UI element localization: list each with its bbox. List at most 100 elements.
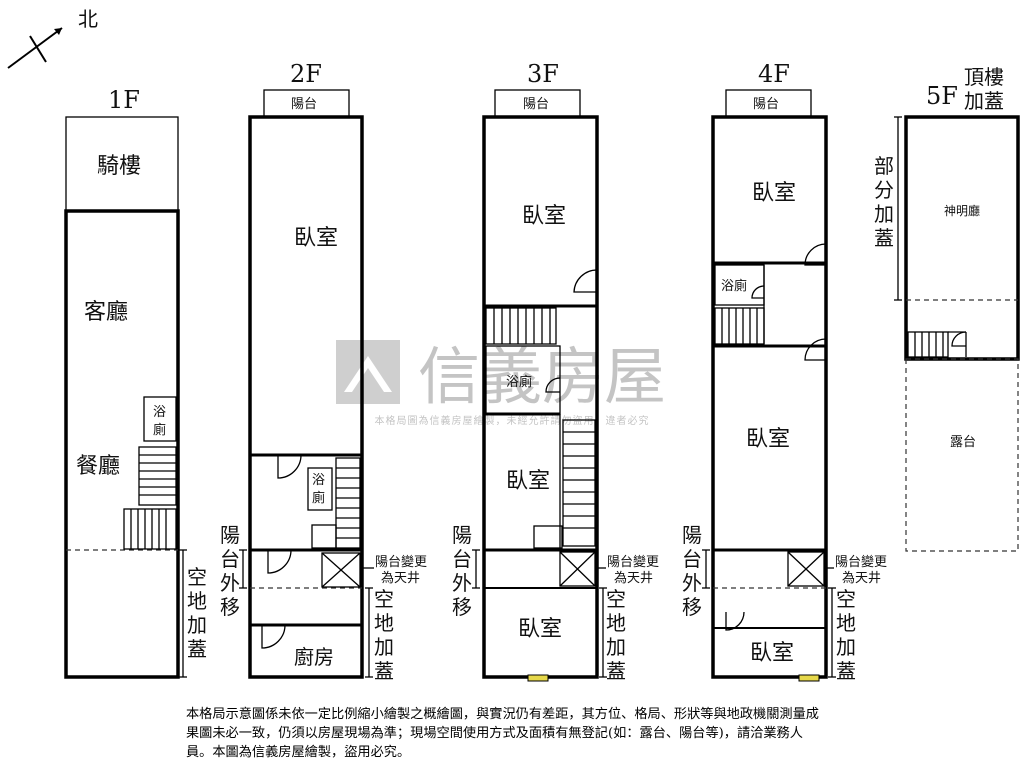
extension-1f-c1: 空 — [187, 565, 207, 589]
floor-1f-title: 1F — [108, 86, 140, 114]
kitchen-2f-label: 廚房 — [294, 645, 334, 669]
watermark: 信義房屋 本格局圖為信義房屋繪製，未經允許請勿盜用，違者必究 — [336, 340, 666, 427]
shift-3f-c4: 移 — [452, 595, 472, 619]
extension-2f-c2: 地 — [374, 611, 394, 635]
shift-4f-c3: 外 — [682, 571, 702, 595]
extension-4f-c4: 蓋 — [836, 659, 856, 683]
bath-3f-label: 浴廁 — [506, 374, 532, 390]
floor-4f-outline — [711, 115, 828, 679]
extension-1f-dimension — [179, 549, 187, 678]
shift-3f-c2: 台 — [452, 547, 472, 571]
balcony-shift-2f-dimension — [239, 549, 247, 589]
watermark-notice: 本格局圖為信義房屋繪製，未經允許請勿盜用，違者必究 — [375, 414, 650, 427]
floor-1f-outline — [64, 209, 180, 679]
partial-c2: 分 — [874, 178, 894, 202]
disclaimer-text: 本格局示意圖係未依一定比例縮小繪製之概繪圖，與實況仍有差距，其方位、格局、形狀等… — [186, 707, 819, 760]
extension-1f-c3: 加 — [187, 613, 207, 637]
floor-3f-title: 3F — [527, 60, 559, 88]
shift-2f-c4: 移 — [220, 595, 240, 619]
extension-2f-c4: 蓋 — [374, 659, 394, 683]
balcony-3f-label: 陽台 — [523, 97, 549, 112]
shift-4f-c1: 陽 — [682, 523, 702, 547]
bedroom-2f-label: 臥室 — [294, 226, 338, 251]
living-room-label: 客廳 — [84, 300, 128, 325]
stairs-4f — [714, 307, 765, 345]
north-arrow-icon — [7, 27, 63, 69]
bathroom-1f — [143, 396, 177, 442]
terrace-outline — [905, 358, 1019, 552]
dining-room-label: 餐廳 — [76, 454, 120, 479]
floor-3f: 3F 陽台 臥室 浴廁 — [452, 60, 659, 683]
extension-4f-dimension — [828, 587, 836, 678]
skylight-4f-line1: 陽台變更 — [835, 554, 887, 570]
shift-4f-c2: 台 — [682, 547, 702, 571]
skylight-2f-line2: 為天井 — [381, 570, 420, 586]
stairs-5f — [907, 331, 967, 358]
rooftop-addition-line2: 加蓋 — [964, 89, 1004, 113]
floor-5f-title: 5F — [926, 82, 958, 110]
bath-1f-char1: 浴 — [153, 405, 166, 420]
skylight-3f-line2: 為天井 — [614, 570, 653, 586]
bath-2f-char2: 廁 — [312, 490, 325, 506]
brand-logo-icon — [336, 340, 400, 404]
partial-addition-dimension — [894, 116, 902, 301]
bathroom-2f — [307, 467, 333, 511]
bath-2f-char1: 浴 — [312, 473, 325, 488]
bedroom-4f-mid-label: 臥室 — [746, 427, 790, 452]
bedroom-3f-bottom-label: 臥室 — [518, 617, 562, 642]
floor-2f: 2F 陽台 臥室 浴 廁 廚房 — [220, 60, 427, 683]
arcade-label: 騎樓 — [97, 154, 141, 179]
extension-4f-c2: 地 — [836, 611, 856, 635]
stairs-3f-upper — [485, 307, 557, 345]
extension-2f-dimension — [365, 587, 373, 678]
shift-2f-c3: 外 — [220, 571, 240, 595]
bath-1f-char2: 廁 — [153, 422, 166, 438]
stairs-3f-lower — [533, 419, 596, 549]
shift-2f-c1: 陽 — [220, 523, 240, 547]
extension-3f-c2: 地 — [606, 611, 626, 635]
shrine-label: 神明廳 — [944, 203, 980, 218]
watermark-brand: 信義房屋 — [418, 340, 666, 413]
north-label: 北 — [78, 7, 98, 31]
shift-2f-c2: 台 — [220, 547, 240, 571]
bedroom-3f-mid-label: 臥室 — [506, 469, 550, 494]
extension-3f-c4: 蓋 — [606, 659, 626, 683]
rooftop-addition-line1: 頂樓 — [964, 65, 1004, 89]
balcony-2f-label: 陽台 — [291, 97, 317, 112]
bath-4f-label: 浴廁 — [721, 278, 747, 294]
balcony-shift-4f-dimension — [702, 549, 710, 589]
skylight-4f-line2: 為天井 — [842, 570, 881, 586]
floor-5f: 5F 頂樓 加蓋 神明廳 露台 部 分 加 蓋 — [874, 65, 1020, 552]
floor-2f-title: 2F — [290, 60, 322, 88]
extension-3f-dimension — [599, 587, 607, 678]
stairs-2f — [311, 457, 361, 549]
extension-1f-c2: 地 — [187, 589, 207, 613]
partial-c4: 蓋 — [874, 226, 894, 250]
floor-4f-title: 4F — [758, 60, 790, 88]
extension-4f-c1: 空 — [836, 587, 856, 611]
shift-3f-c3: 外 — [452, 571, 472, 595]
skylight-2f-line1: 陽台變更 — [375, 554, 427, 570]
extension-2f-c1: 空 — [374, 587, 394, 611]
skylight-3f-line1: 陽台變更 — [607, 554, 659, 570]
bedroom-4f-top-label: 臥室 — [752, 181, 796, 206]
shift-3f-c1: 陽 — [452, 523, 472, 547]
floor-4f: 4F 陽台 臥室 浴廁 臥室 臥室 — [682, 60, 887, 683]
extension-1f-c4: 蓋 — [187, 637, 207, 661]
extension-3f-c3: 加 — [606, 635, 626, 659]
balcony-4f-label: 陽台 — [753, 97, 779, 112]
partial-c3: 加 — [874, 202, 894, 226]
skylight-4f — [787, 551, 825, 587]
bedroom-3f-top-label: 臥室 — [522, 204, 566, 229]
balcony-shift-3f-dimension — [472, 549, 480, 589]
skylight-2f — [321, 552, 361, 588]
floor-5f-outline — [904, 115, 1020, 361]
extension-3f-c1: 空 — [606, 587, 626, 611]
bedroom-4f-bottom-label: 臥室 — [750, 641, 794, 666]
extension-4f-c3: 加 — [836, 635, 856, 659]
stairs-1f — [123, 446, 177, 550]
skylight-3f — [559, 551, 596, 587]
floor-1f: 1F 騎樓 客廳 餐廳 浴 廁 — [64, 86, 207, 679]
partial-c1: 部 — [874, 154, 894, 178]
